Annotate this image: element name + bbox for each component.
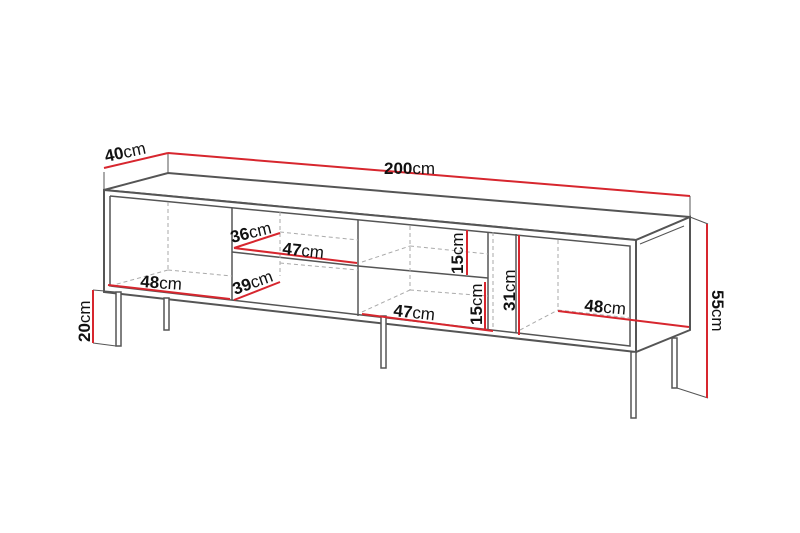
leg-front-middle	[380, 315, 387, 369]
label-width: 200cm	[384, 159, 435, 178]
dimension-lines	[92, 152, 708, 398]
label-mid-bottom-depth: 39cm	[230, 267, 276, 299]
hidden-lines	[109, 202, 631, 331]
label-right-shelf-depth: 48cm	[584, 296, 627, 319]
dim-mid-bottom-depth	[233, 281, 281, 301]
label-height: 55cm	[708, 290, 727, 332]
label-mid-top-width: 47cm	[282, 239, 325, 262]
label-left-shelf-depth: 48cm	[140, 272, 183, 294]
label-right-inner-height: 31cm	[500, 269, 519, 311]
dim-mid-bottom-width	[361, 313, 494, 332]
legs	[115, 291, 678, 419]
label-mid-top-height: 15cm	[448, 232, 467, 274]
leg-front-right	[630, 351, 637, 419]
label-depth: 40cm	[103, 139, 148, 166]
dim-width	[167, 152, 691, 197]
leg-back-right	[671, 337, 678, 389]
leg-back-left	[163, 297, 170, 331]
cabinet-outline	[103, 171, 691, 354]
label-leg-height: 20cm	[75, 300, 94, 342]
label-mid-bottom-width: 47cm	[393, 301, 436, 324]
dim-left-shelf-depth	[107, 284, 231, 300]
label-mid-bottom-height: 15cm	[467, 283, 486, 325]
leg-front-left	[115, 291, 122, 347]
extension-lines	[92, 153, 709, 399]
dim-right-shelf-depth	[557, 310, 690, 328]
dim-mid-top-depth	[233, 232, 281, 249]
dim-depth	[103, 152, 169, 169]
dim-mid-top-width	[233, 247, 358, 264]
label-mid-top-depth: 36cm	[228, 218, 273, 246]
